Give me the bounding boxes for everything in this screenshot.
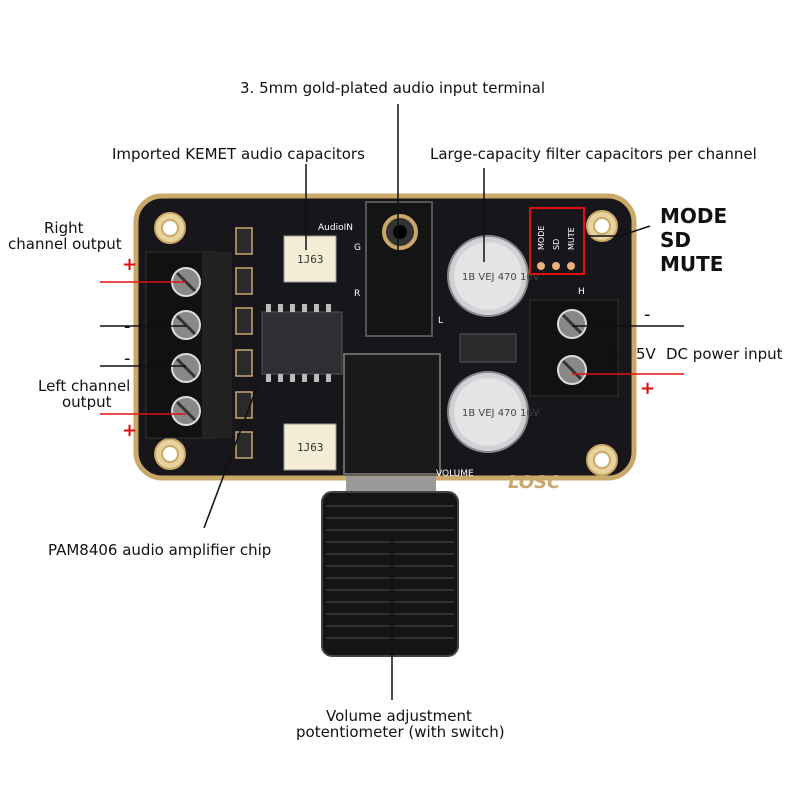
cap-bottom-marking: 1J63 — [297, 441, 324, 454]
label-mode: MODE — [660, 204, 728, 228]
plus-dc: + — [640, 378, 656, 399]
brand-logo: LOSC — [508, 472, 561, 493]
silk-mute: MUTE — [567, 227, 576, 250]
silk-audioin: AudioIN — [318, 223, 353, 233]
silk-r: R — [354, 289, 360, 299]
smd-components — [235, 227, 253, 459]
silk-dc5v: DC5V — [610, 344, 621, 372]
label-mute: MUTE — [660, 252, 724, 276]
potentiometer-body — [343, 353, 441, 475]
audio-jack — [365, 201, 433, 337]
silk-g: G — [354, 243, 361, 253]
silk-h: H — [578, 287, 585, 297]
silk-volume: VOLUME — [436, 469, 474, 479]
label-volume-2: potentiometer (with switch) — [296, 723, 505, 741]
volume-knob — [321, 476, 459, 657]
diode — [459, 333, 517, 363]
silk-l: L — [438, 316, 443, 326]
label-right-out-1: Right — [44, 219, 84, 237]
mounting-holes — [154, 210, 618, 476]
silk-mode: MODE — [537, 226, 546, 250]
minus-left: - — [124, 348, 131, 369]
label-volume-1: Volume adjustment — [326, 707, 472, 725]
polarity-lines — [100, 281, 684, 415]
output-terminal-block — [145, 251, 232, 439]
label-5v: 5V — [636, 345, 656, 363]
minus-dc: - — [644, 304, 651, 325]
silk-sd: SD — [552, 239, 561, 250]
label-filter: Large-capacity filter capacitors per cha… — [430, 145, 757, 163]
minus-right: - — [124, 316, 131, 337]
plus-left: + — [122, 420, 138, 441]
label-dc-input: DC power input — [666, 345, 783, 363]
amplifier-chip — [261, 304, 343, 382]
label-audio-input: 3. 5mm gold-plated audio input terminal — [240, 79, 546, 97]
kemet-capacitors — [283, 235, 337, 471]
label-sd: SD — [660, 228, 692, 252]
mode-jumper-pins — [537, 262, 575, 270]
dc-input-terminal — [529, 299, 619, 397]
label-left-out-1: Left channel — [38, 377, 131, 395]
label-chip: PAM8406 audio amplifier chip — [48, 541, 272, 559]
cap-top-marking: 1J63 — [297, 253, 324, 266]
label-kemet: Imported KEMET audio capacitors — [112, 145, 365, 163]
filter-capacitors — [447, 235, 529, 453]
plus-right: + — [122, 254, 138, 275]
cap-big-bottom-marking: 1B VEJ 470 16V — [462, 408, 540, 419]
label-right-out-2: channel output — [8, 235, 122, 253]
annotation-lines — [100, 104, 684, 700]
cap-big-top-marking: 1B VEJ 470 16V — [462, 272, 540, 283]
mode-jumper-box — [529, 207, 585, 275]
label-left-out-2: output — [62, 393, 112, 411]
